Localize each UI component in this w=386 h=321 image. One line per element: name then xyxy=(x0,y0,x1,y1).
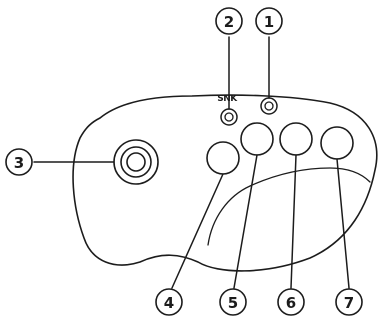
callout-3: 3 xyxy=(5,148,33,176)
svg-text:3: 3 xyxy=(14,154,24,172)
face-button-d xyxy=(320,126,354,160)
joystick-inner-ring xyxy=(126,152,146,172)
start-button xyxy=(260,97,278,115)
leader-line-7 xyxy=(336,158,350,289)
svg-text:5: 5 xyxy=(228,294,238,312)
leader-line-6 xyxy=(290,154,297,289)
svg-text:7: 7 xyxy=(344,294,354,312)
svg-text:1: 1 xyxy=(264,13,274,31)
face-button-a xyxy=(206,141,240,175)
callout-5: 5 xyxy=(219,288,247,316)
callout-4: 4 xyxy=(155,288,183,316)
leader-line-5 xyxy=(233,154,258,289)
leader-line-4 xyxy=(171,173,224,289)
face-button-c xyxy=(279,122,313,156)
grip-contour xyxy=(207,167,371,246)
joystick xyxy=(113,139,159,185)
svg-text:4: 4 xyxy=(164,294,174,312)
snk-logo: SNK xyxy=(217,94,238,104)
svg-text:2: 2 xyxy=(224,13,234,31)
select-button xyxy=(220,108,238,126)
callout-7: 7 xyxy=(335,288,363,316)
joystick-middle-ring xyxy=(120,146,152,178)
callout-1: 1 xyxy=(255,7,283,35)
callout-6: 6 xyxy=(277,288,305,316)
face-button-b xyxy=(240,122,274,156)
svg-text:6: 6 xyxy=(286,294,296,312)
controller-body xyxy=(72,94,378,272)
callout-2: 2 xyxy=(215,7,243,35)
